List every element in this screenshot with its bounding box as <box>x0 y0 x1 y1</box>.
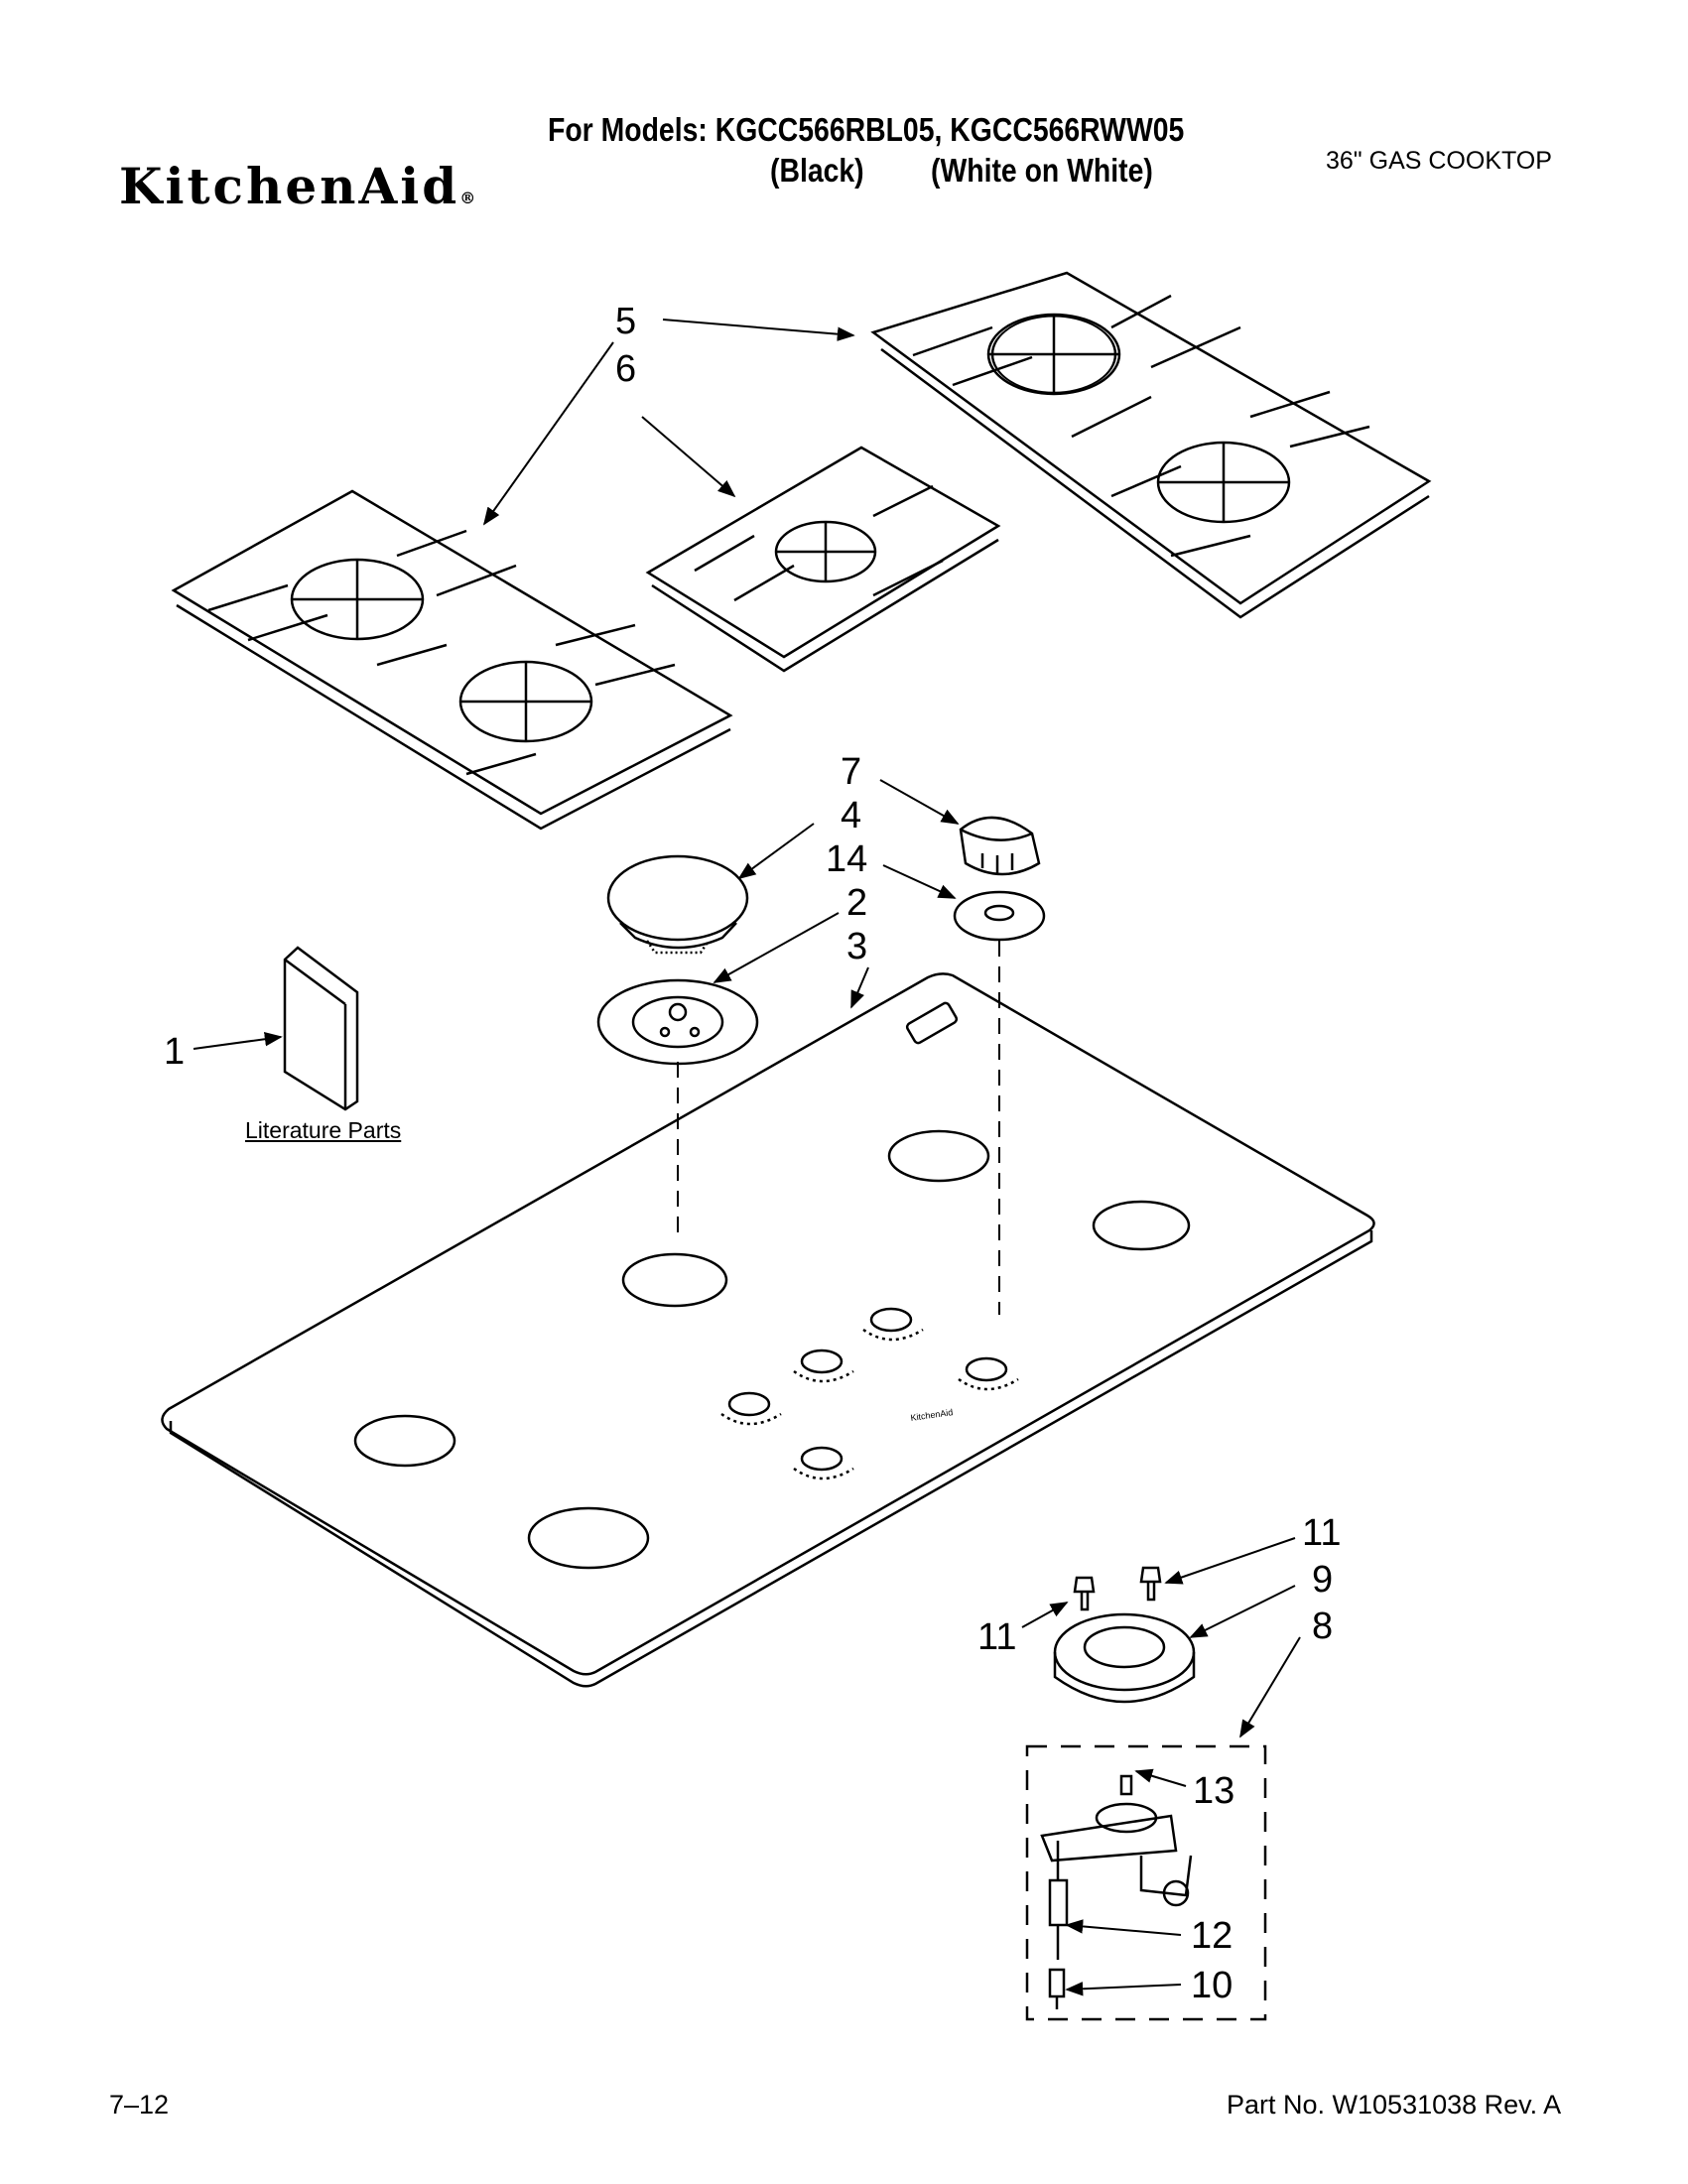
callout-5: 5 <box>615 301 636 342</box>
grate-left <box>171 489 733 831</box>
literature-parts-label: Literature Parts <box>245 1117 402 1143</box>
models-heading: For Models: KGCC566RBL05, KGCC566RWW05 <box>548 111 1185 148</box>
leader-14 <box>882 864 957 899</box>
valve-assembly-box <box>1025 1744 1267 2021</box>
screw-left <box>1073 1576 1096 1611</box>
leader-6 <box>641 416 736 498</box>
callout-8: 8 <box>1312 1606 1333 1647</box>
callout-14: 14 <box>826 838 867 880</box>
callout-7: 7 <box>841 751 861 793</box>
knob-bezel <box>953 890 1046 942</box>
screw-right <box>1139 1566 1162 1602</box>
leader-4 <box>737 823 815 880</box>
cooktop-glass <box>161 972 1375 1688</box>
burner-head <box>596 978 759 1066</box>
grate-middle <box>645 446 1001 673</box>
leader-5-left <box>482 341 614 526</box>
page-number: 7–12 <box>109 2090 170 2120</box>
leader-5-right <box>662 319 855 341</box>
callout-11-right: 11 <box>1302 1512 1341 1554</box>
product-title: 36" GAS COOKTOP <box>1326 147 1552 175</box>
leader-12 <box>1065 1919 1182 1936</box>
leader-8 <box>1239 1636 1301 1738</box>
callout-9: 9 <box>1312 1559 1333 1601</box>
literature-booklet <box>283 946 359 1111</box>
leader-11-left <box>1021 1602 1069 1628</box>
leader-3 <box>850 966 869 1009</box>
brand-registered-mark: ® <box>459 189 476 207</box>
callout-3: 3 <box>846 926 867 967</box>
callout-6: 6 <box>615 348 636 390</box>
burner-base <box>1053 1612 1196 1704</box>
electrode <box>1048 1968 1066 2009</box>
grate-right <box>870 271 1432 619</box>
leader-13 <box>1134 1768 1187 1787</box>
valve-assembly <box>1040 1774 1193 1960</box>
leader-lines <box>193 319 1301 1996</box>
callout-2: 2 <box>846 882 867 924</box>
callout-12: 12 <box>1191 1915 1233 1957</box>
control-knob <box>959 816 1041 876</box>
leader-10 <box>1065 1982 1182 1996</box>
leader-11-right <box>1164 1537 1296 1585</box>
variant-white-label: (White on White) <box>931 152 1153 189</box>
callout-1: 1 <box>164 1031 185 1073</box>
burner-cap <box>606 854 749 955</box>
brand-name: KitchenAid <box>119 157 460 215</box>
leader-7 <box>879 779 960 825</box>
callout-10: 10 <box>1191 1965 1233 2006</box>
callout-11-left: 11 <box>977 1616 1016 1658</box>
callout-13: 13 <box>1193 1770 1234 1812</box>
brand-logo: KitchenAid® <box>119 157 475 215</box>
part-number: Part No. W10531038 Rev. A <box>1227 2090 1562 2120</box>
callout-4: 4 <box>841 795 861 836</box>
leader-9 <box>1189 1585 1296 1638</box>
leader-1 <box>193 1032 283 1050</box>
variant-black-label: (Black) <box>770 152 864 189</box>
leader-2 <box>713 912 840 983</box>
cooktop-logo-text: KitchenAid <box>910 1407 954 1423</box>
